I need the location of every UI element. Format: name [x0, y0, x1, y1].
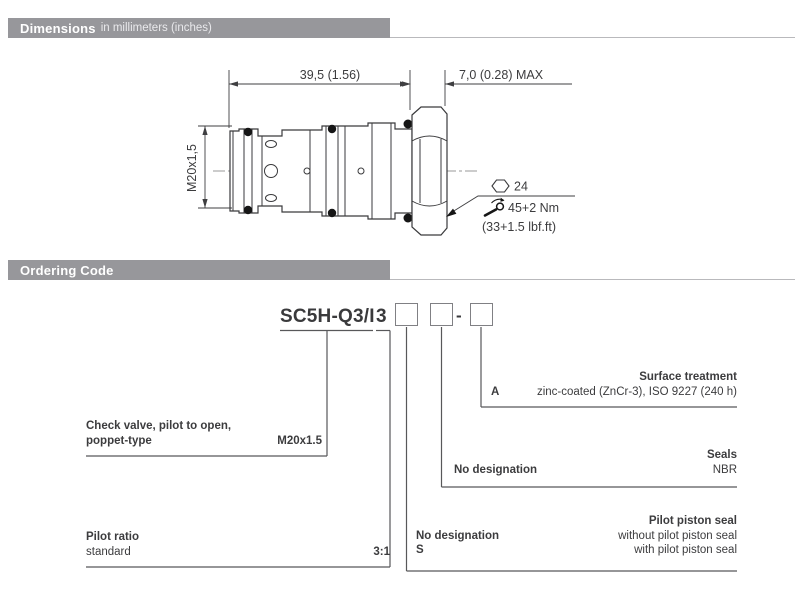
ordering-code-base: SC5H-Q3/I [280, 306, 375, 327]
valve-type-block: Check valve, pilot to open, poppet-type … [86, 419, 322, 448]
surface-treatment-row: A zinc-coated (ZnCr-3), ISO 9227 (240 h) [481, 385, 737, 400]
valve-technical-drawing: 39,5 (1.56) 7,0 (0.28) MAX M20x1,5 24 45… [185, 68, 575, 236]
code-box-pilot-piston-seal [395, 303, 418, 326]
dimensions-title: Dimensions [20, 20, 96, 36]
hex-leader-arrow [446, 208, 457, 217]
code-box-seals [430, 303, 453, 326]
option-desc: with pilot piston seal [634, 544, 737, 556]
dimensions-header-rule [390, 36, 795, 38]
dim-hex-arrow-left [402, 81, 411, 87]
dimensions-subtitle: in millimeters (inches) [100, 22, 212, 34]
code-box-surface-treatment [470, 303, 493, 326]
pilot-ratio-value: 3:1 [373, 545, 390, 558]
valve-type-line2: poppet-type [86, 434, 152, 447]
pilot-piston-seal-title: Pilot piston seal [648, 515, 737, 527]
pilot-piston-seal-row: No designation without pilot piston seal [406, 529, 737, 544]
pilot-ratio-row: standard 3:1 [86, 545, 390, 560]
surface-treatment-block: Surface treatment A zinc-coated (ZnCr-3)… [481, 370, 737, 399]
dim-thread-arrow-top [202, 126, 208, 135]
seals-block: Seals No designation NBR [444, 448, 737, 477]
dim-length [228, 70, 411, 128]
pilot-piston-seal-block: Pilot piston seal No designation without… [406, 514, 737, 558]
valve-body-outline [229, 122, 413, 220]
thread-label: M20x1,5 [185, 144, 199, 192]
seals-title: Seals [706, 449, 737, 461]
pilot-piston-seal-row: S with pilot piston seal [406, 543, 737, 558]
valve-type-thread: M20x1.5 [277, 434, 322, 447]
dim-length-label: 39,5 (1.56) [300, 68, 360, 82]
pilot-ratio-option: standard [86, 545, 131, 558]
hex-nut-outline [411, 106, 448, 236]
dim-hex-width-label: 7,0 (0.28) MAX [459, 68, 544, 82]
option-desc: zinc-coated (ZnCr-3), ISO 9227 (240 h) [536, 385, 737, 398]
ordering-header-rule [390, 278, 795, 280]
option-desc: NBR [712, 463, 737, 476]
valve-type-row: poppet-type M20x1.5 [86, 434, 322, 449]
ordering-title: Ordering Code [20, 262, 114, 278]
option-code: No designation [454, 463, 538, 476]
pilot-ratio-title: Pilot ratio [86, 531, 140, 543]
hex-icon [491, 179, 510, 193]
cross-hole-icons [264, 140, 365, 202]
code-separator: - [456, 306, 462, 325]
option-code: A [491, 385, 500, 398]
hex-across-flats-label: 24 [514, 180, 528, 194]
ordering-code-digit: 3 [376, 306, 387, 327]
dimensions-header-bar: Dimensions in millimeters (inches) [8, 18, 390, 38]
option-code: No designation [416, 529, 500, 542]
dim-thread-arrow-bottom [202, 199, 208, 208]
surface-treatment-title: Surface treatment [639, 371, 737, 383]
option-code: S [416, 544, 424, 556]
o-ring-dots [243, 119, 413, 223]
dim-thread [198, 125, 232, 209]
torque-label: 45+2 Nm [508, 201, 559, 215]
torque-wrench-icon [483, 197, 505, 217]
valve-type-line1: Check valve, pilot to open, [86, 420, 232, 432]
pilot-ratio-block: Pilot ratio standard 3:1 [86, 530, 390, 559]
torque-alt-label: (33+1.5 lbf.ft) [482, 220, 556, 234]
dim-hex-arrow-right [445, 81, 454, 87]
dim-length-arrow-left [229, 81, 238, 87]
seals-row: No designation NBR [444, 463, 737, 478]
hex-leader-line [448, 195, 575, 215]
option-desc: without pilot piston seal [618, 529, 737, 542]
ordering-header-bar: Ordering Code [8, 260, 390, 280]
